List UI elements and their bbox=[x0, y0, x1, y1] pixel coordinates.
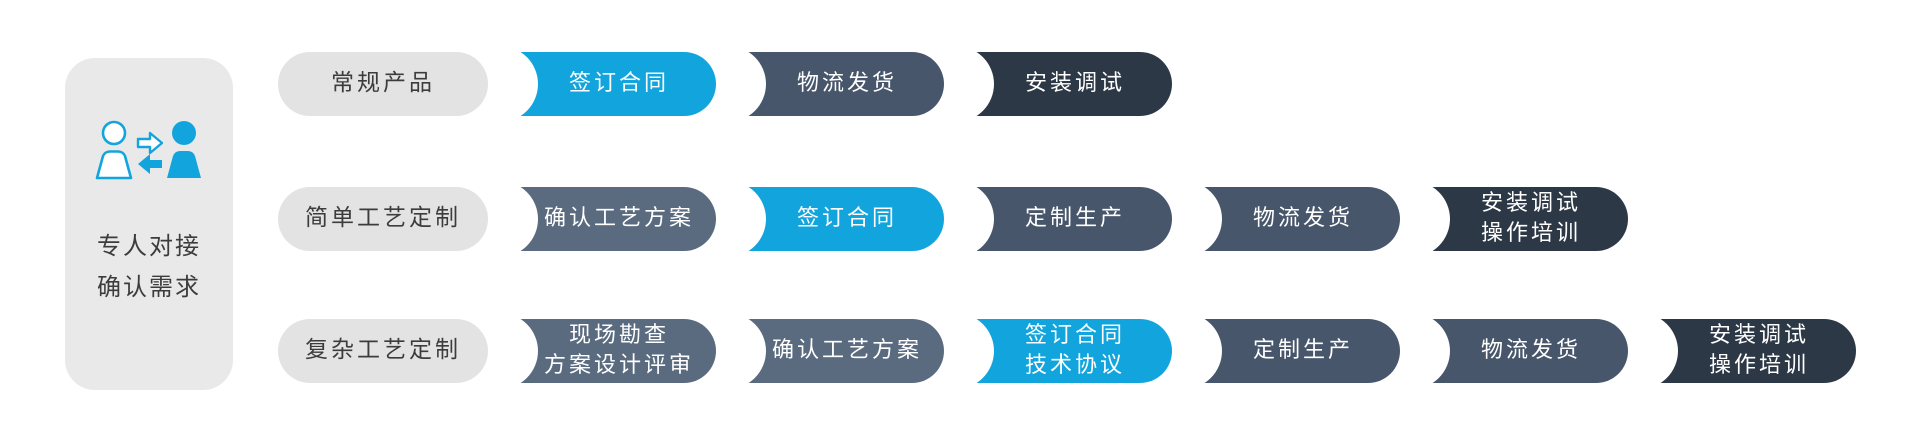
process-step-pill: 物流发货 bbox=[1418, 319, 1628, 383]
pill-label: 签订合同 bbox=[796, 206, 897, 232]
process-row: 简单工艺定制 确认工艺方案 签订合同 定制生产 物流发货 安装调试 操作培训 bbox=[278, 187, 1628, 251]
people-communication-icon bbox=[95, 120, 201, 180]
pill-label: 物流发货 bbox=[1252, 206, 1353, 232]
process-rows: 常规产品签订合同物流发货安装调试简单工艺定制确认工艺方案签订合同定制生产物流发货… bbox=[278, 0, 1920, 447]
process-step-pill: 签订合同 bbox=[734, 187, 944, 251]
process-step-pill: 签订合同 bbox=[506, 52, 716, 116]
pill-label: 简单工艺定制 bbox=[305, 205, 461, 232]
pill-label: 物流发货 bbox=[796, 71, 897, 97]
pill-label: 签订合同 技术协议 bbox=[1024, 323, 1125, 378]
process-step-pill: 定制生产 bbox=[962, 187, 1172, 251]
process-step-pill: 物流发货 bbox=[1190, 187, 1400, 251]
pill-label: 复杂工艺定制 bbox=[305, 337, 461, 364]
category-pill: 复杂工艺定制 bbox=[278, 319, 488, 383]
process-step-pill: 物流发货 bbox=[734, 52, 944, 116]
pill-label: 现场勘查 方案设计评审 bbox=[543, 323, 694, 378]
intro-panel: 专人对接 确认需求 bbox=[65, 58, 233, 390]
intro-label: 专人对接 确认需求 bbox=[97, 232, 201, 301]
pill-label: 安装调试 操作培训 bbox=[1480, 191, 1581, 246]
process-step-pill: 确认工艺方案 bbox=[734, 319, 944, 383]
process-step-pill: 安装调试 操作培训 bbox=[1418, 187, 1628, 251]
process-step-pill: 安装调试 bbox=[962, 52, 1172, 116]
process-row: 常规产品 签订合同 物流发货 安装调试 bbox=[278, 52, 1172, 116]
category-pill: 常规产品 bbox=[278, 52, 488, 116]
pill-label: 确认工艺方案 bbox=[771, 338, 922, 364]
pill-label: 定制生产 bbox=[1252, 338, 1353, 364]
pill-label: 安装调试 操作培训 bbox=[1708, 323, 1809, 378]
pill-label: 物流发货 bbox=[1480, 338, 1581, 364]
pill-label: 确认工艺方案 bbox=[543, 206, 694, 232]
process-step-pill: 定制生产 bbox=[1190, 319, 1400, 383]
pill-label: 签订合同 bbox=[568, 71, 669, 97]
category-pill: 简单工艺定制 bbox=[278, 187, 488, 251]
process-step-pill: 安装调试 操作培训 bbox=[1646, 319, 1856, 383]
process-step-pill: 现场勘查 方案设计评审 bbox=[506, 319, 716, 383]
pill-label: 常规产品 bbox=[331, 70, 435, 97]
pill-label: 定制生产 bbox=[1024, 206, 1125, 232]
pill-label: 安装调试 bbox=[1024, 71, 1125, 97]
process-step-pill: 确认工艺方案 bbox=[506, 187, 716, 251]
process-step-pill: 签订合同 技术协议 bbox=[962, 319, 1172, 383]
process-row: 复杂工艺定制 现场勘查 方案设计评审 确认工艺方案 签订合同 技术协议 定制生产 物流发货… bbox=[278, 319, 1856, 383]
